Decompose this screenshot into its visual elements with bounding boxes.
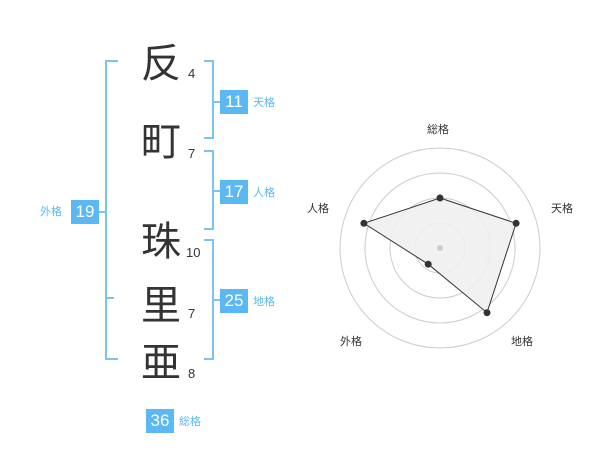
stroke-count-4: 7 (188, 306, 196, 321)
stroke-count-2: 7 (188, 146, 196, 161)
name-char-2: 町 (141, 119, 181, 165)
radar-point-1 (436, 194, 444, 202)
radar-center-dot (437, 245, 443, 251)
tenkaku-label: 天格 (253, 96, 275, 109)
name-char-1: 反 (141, 41, 181, 87)
chikaku-label: 地格 (253, 295, 275, 308)
chikaku-bracket (204, 239, 220, 360)
stroke-count-1: 4 (188, 66, 196, 81)
jinkaku-badge: 17 (220, 180, 248, 204)
name-char-3: 珠 (141, 219, 181, 265)
name-char-5: 亜 (141, 340, 181, 386)
radar-label-tenkaku: 天格 (551, 202, 573, 215)
radar-label-gaikaku: 外格 (340, 335, 362, 348)
jinkaku-bracket (204, 150, 220, 230)
radar-label-soukaku: 総格 (427, 123, 449, 136)
radar-polygon (362, 197, 517, 314)
gaikaku-badge: 19 (71, 200, 99, 224)
gaikaku-label: 外格 (40, 205, 62, 218)
name-char-4: 里 (141, 283, 181, 329)
tenkaku-badge: 11 (220, 90, 248, 114)
soukaku-label: 総格 (179, 415, 201, 428)
chikaku-badge: 25 (220, 289, 248, 313)
radar-label-jinkaku: 人格 (307, 202, 329, 215)
radar-point-2 (512, 219, 520, 227)
gaikaku-bracket (98, 60, 118, 360)
stroke-count-5: 8 (188, 366, 196, 381)
radar-point-5 (360, 219, 368, 227)
tenkaku-bracket (204, 60, 220, 139)
stroke-count-3: 10 (186, 245, 201, 260)
radar-ring (339, 147, 541, 349)
radar-label-chikaku: 地格 (511, 335, 533, 348)
radar-point-4 (424, 260, 432, 268)
radar-point-3 (483, 309, 491, 317)
jinkaku-label: 人格 (253, 186, 275, 199)
radar-ring (364, 172, 516, 324)
soukaku-badge: 36 (146, 409, 174, 433)
